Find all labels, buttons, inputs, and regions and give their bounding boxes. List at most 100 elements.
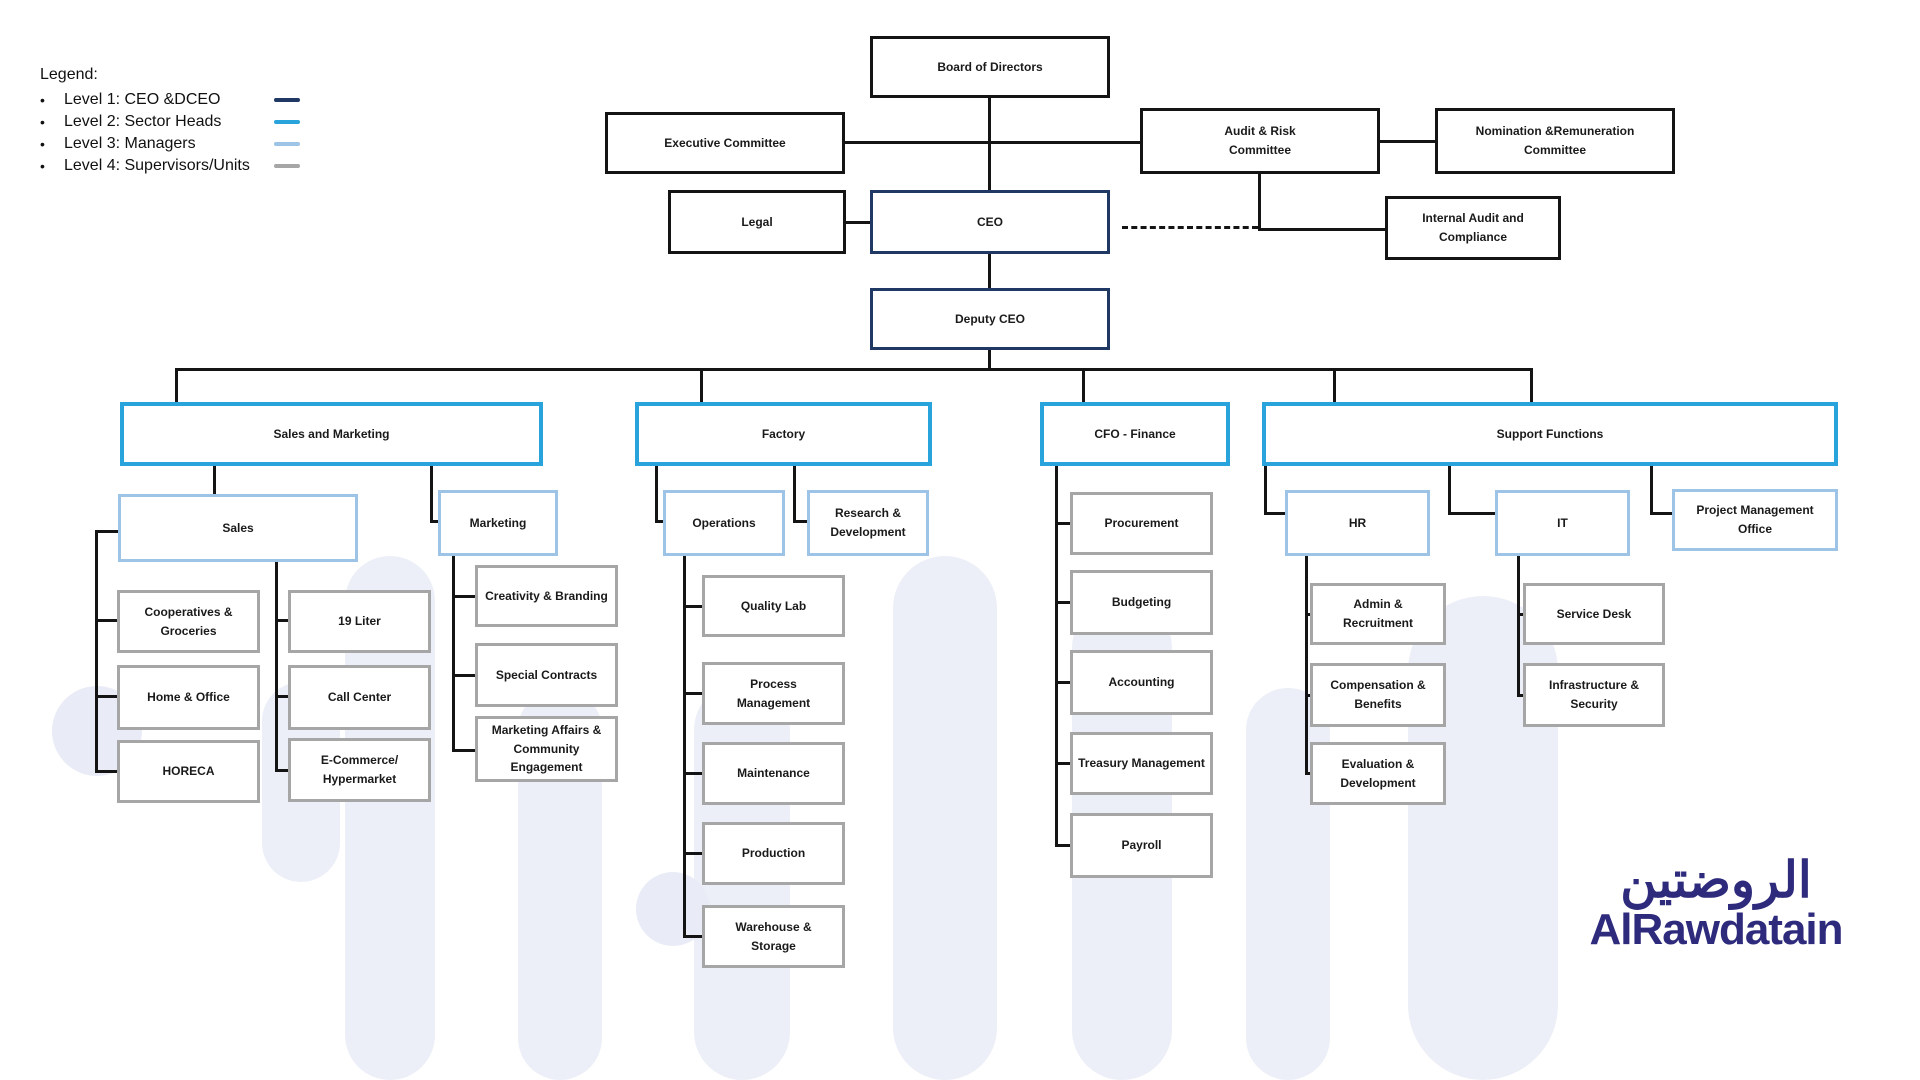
org-node-internal_audit: Internal Audit and Compliance [1385,196,1561,260]
org-node-service_desk: Service Desk [1523,583,1665,645]
legend-label: Level 3: Managers [64,135,196,152]
bullet-icon: • [40,158,45,174]
connector-line [1448,466,1451,514]
connector-line [275,769,288,772]
connector-line [655,466,658,523]
org-node-label: Project Management Office [1696,503,1814,536]
org-node-horeca: HORECA [117,740,260,803]
connector-line [793,520,809,523]
org-node-marketing_affairs: Marketing Affairs & Community Engagement [475,716,618,782]
legend-item: •Level 4: Supervisors/Units [40,157,300,175]
org-node-call_center: Call Center [288,665,431,730]
org-node-admin_recruitment: Admin & Recruitment [1310,583,1446,645]
org-node-ceo: CEO [870,190,1110,254]
connector-line [430,466,433,523]
org-node-label: Infrastructure & Security [1548,678,1640,711]
org-node-label: Internal Audit and Compliance [1422,211,1524,244]
org-node-deputy_ceo: Deputy CEO [870,288,1110,350]
org-node-infrastructure: Infrastructure & Security [1523,663,1665,727]
org-node-maintenance: Maintenance [702,742,845,805]
org-node-label: Budgeting [1111,595,1172,610]
connector-line [683,692,702,695]
org-node-label: Cooperatives & Groceries [144,604,233,638]
org-node-label: Nomination &Remuneration Committee [1475,124,1635,157]
connector-line [988,350,991,371]
logo-arabic-text: الروضتين [1620,852,1812,908]
org-node-support_functions: Support Functions [1262,402,1838,466]
logo-latin-text: AlRawdatain [1589,904,1843,954]
company-logo: الروضتين AlRawdatain [1548,852,1884,954]
connector-line [1055,681,1070,684]
connector-line [430,520,442,523]
org-node-board: Board of Directors [870,36,1110,98]
org-node-label: Deputy CEO [954,311,1025,326]
legend-color-swatch [274,120,300,124]
connector-line [683,605,702,608]
org-node-procurement: Procurement [1070,492,1213,555]
connector-line [1055,522,1070,525]
legend-color-swatch [274,98,300,102]
org-node-compensation: Compensation & Benefits [1310,663,1446,727]
bullet-icon: • [40,136,45,152]
connector-line [175,368,178,402]
connector-line [1333,368,1336,402]
org-node-label: Evaluation & Development [1340,756,1416,790]
connector-line [1055,762,1070,765]
connector-line [683,772,702,775]
org-node-payroll: Payroll [1070,813,1213,878]
org-node-label: Procurement [1104,516,1179,531]
connector-line [1448,512,1495,515]
org-node-label: Marketing Affairs & Community Engagement [491,723,602,775]
connector-line [95,770,117,773]
legend-label: Level 1: CEO &DCEO [64,91,221,108]
legend-color-swatch [274,164,300,168]
org-node-legal: Legal [668,190,846,254]
org-node-label: Quality Lab [740,598,807,613]
connector-line [452,595,475,598]
org-node-label: Warehouse & Storage [735,919,812,953]
connector-line [846,221,870,224]
connector-line [1305,556,1308,775]
org-node-hr: HR [1285,490,1430,556]
org-node-label: Payroll [1121,838,1162,853]
bullet-icon: • [40,114,45,130]
org-node-label: Service Desk [1556,606,1632,621]
org-node-rnd: Research & Development [807,490,929,556]
connector-line [175,368,1533,371]
org-node-production: Production [702,822,845,885]
connector-line [275,619,288,622]
org-node-quality_lab: Quality Lab [702,575,845,637]
connector-line [95,619,117,622]
org-node-label: IT [1557,515,1568,530]
org-node-label: Call Center [327,690,392,705]
connector-line [275,695,288,698]
org-node-label: Board of Directors [937,59,1043,74]
connector-line [1055,601,1070,604]
connector-line [452,749,475,752]
connector-line [95,530,98,773]
connector-line [988,254,991,288]
connector-line [1380,140,1435,143]
legend-title: Legend: [40,66,98,83]
watermark-shape [636,872,710,946]
org-node-coop: Cooperatives & Groceries [117,590,260,653]
org-node-label: Legal [741,214,773,229]
connector-line [1517,556,1520,697]
org-node-label: CEO [976,214,1003,229]
org-node-label: Research & Development [830,506,906,539]
connector-line [1258,228,1385,231]
org-node-label: Factory [761,426,806,441]
org-node-nomination: Nomination &Remuneration Committee [1435,108,1675,174]
org-node-label: 19 Liter [338,614,381,629]
connector-line [700,368,703,402]
org-node-sales: Sales [118,494,358,562]
legend-item: •Level 2: Sector Heads [40,113,300,131]
org-node-label: Process Management [736,676,811,710]
org-node-marketing: Marketing [438,490,558,556]
org-node-label: Compensation & Benefits [1330,678,1426,711]
connector-line [1264,466,1267,514]
org-node-home_office: Home & Office [117,665,260,730]
connector-line [683,852,702,855]
watermark-shape [893,556,997,1080]
